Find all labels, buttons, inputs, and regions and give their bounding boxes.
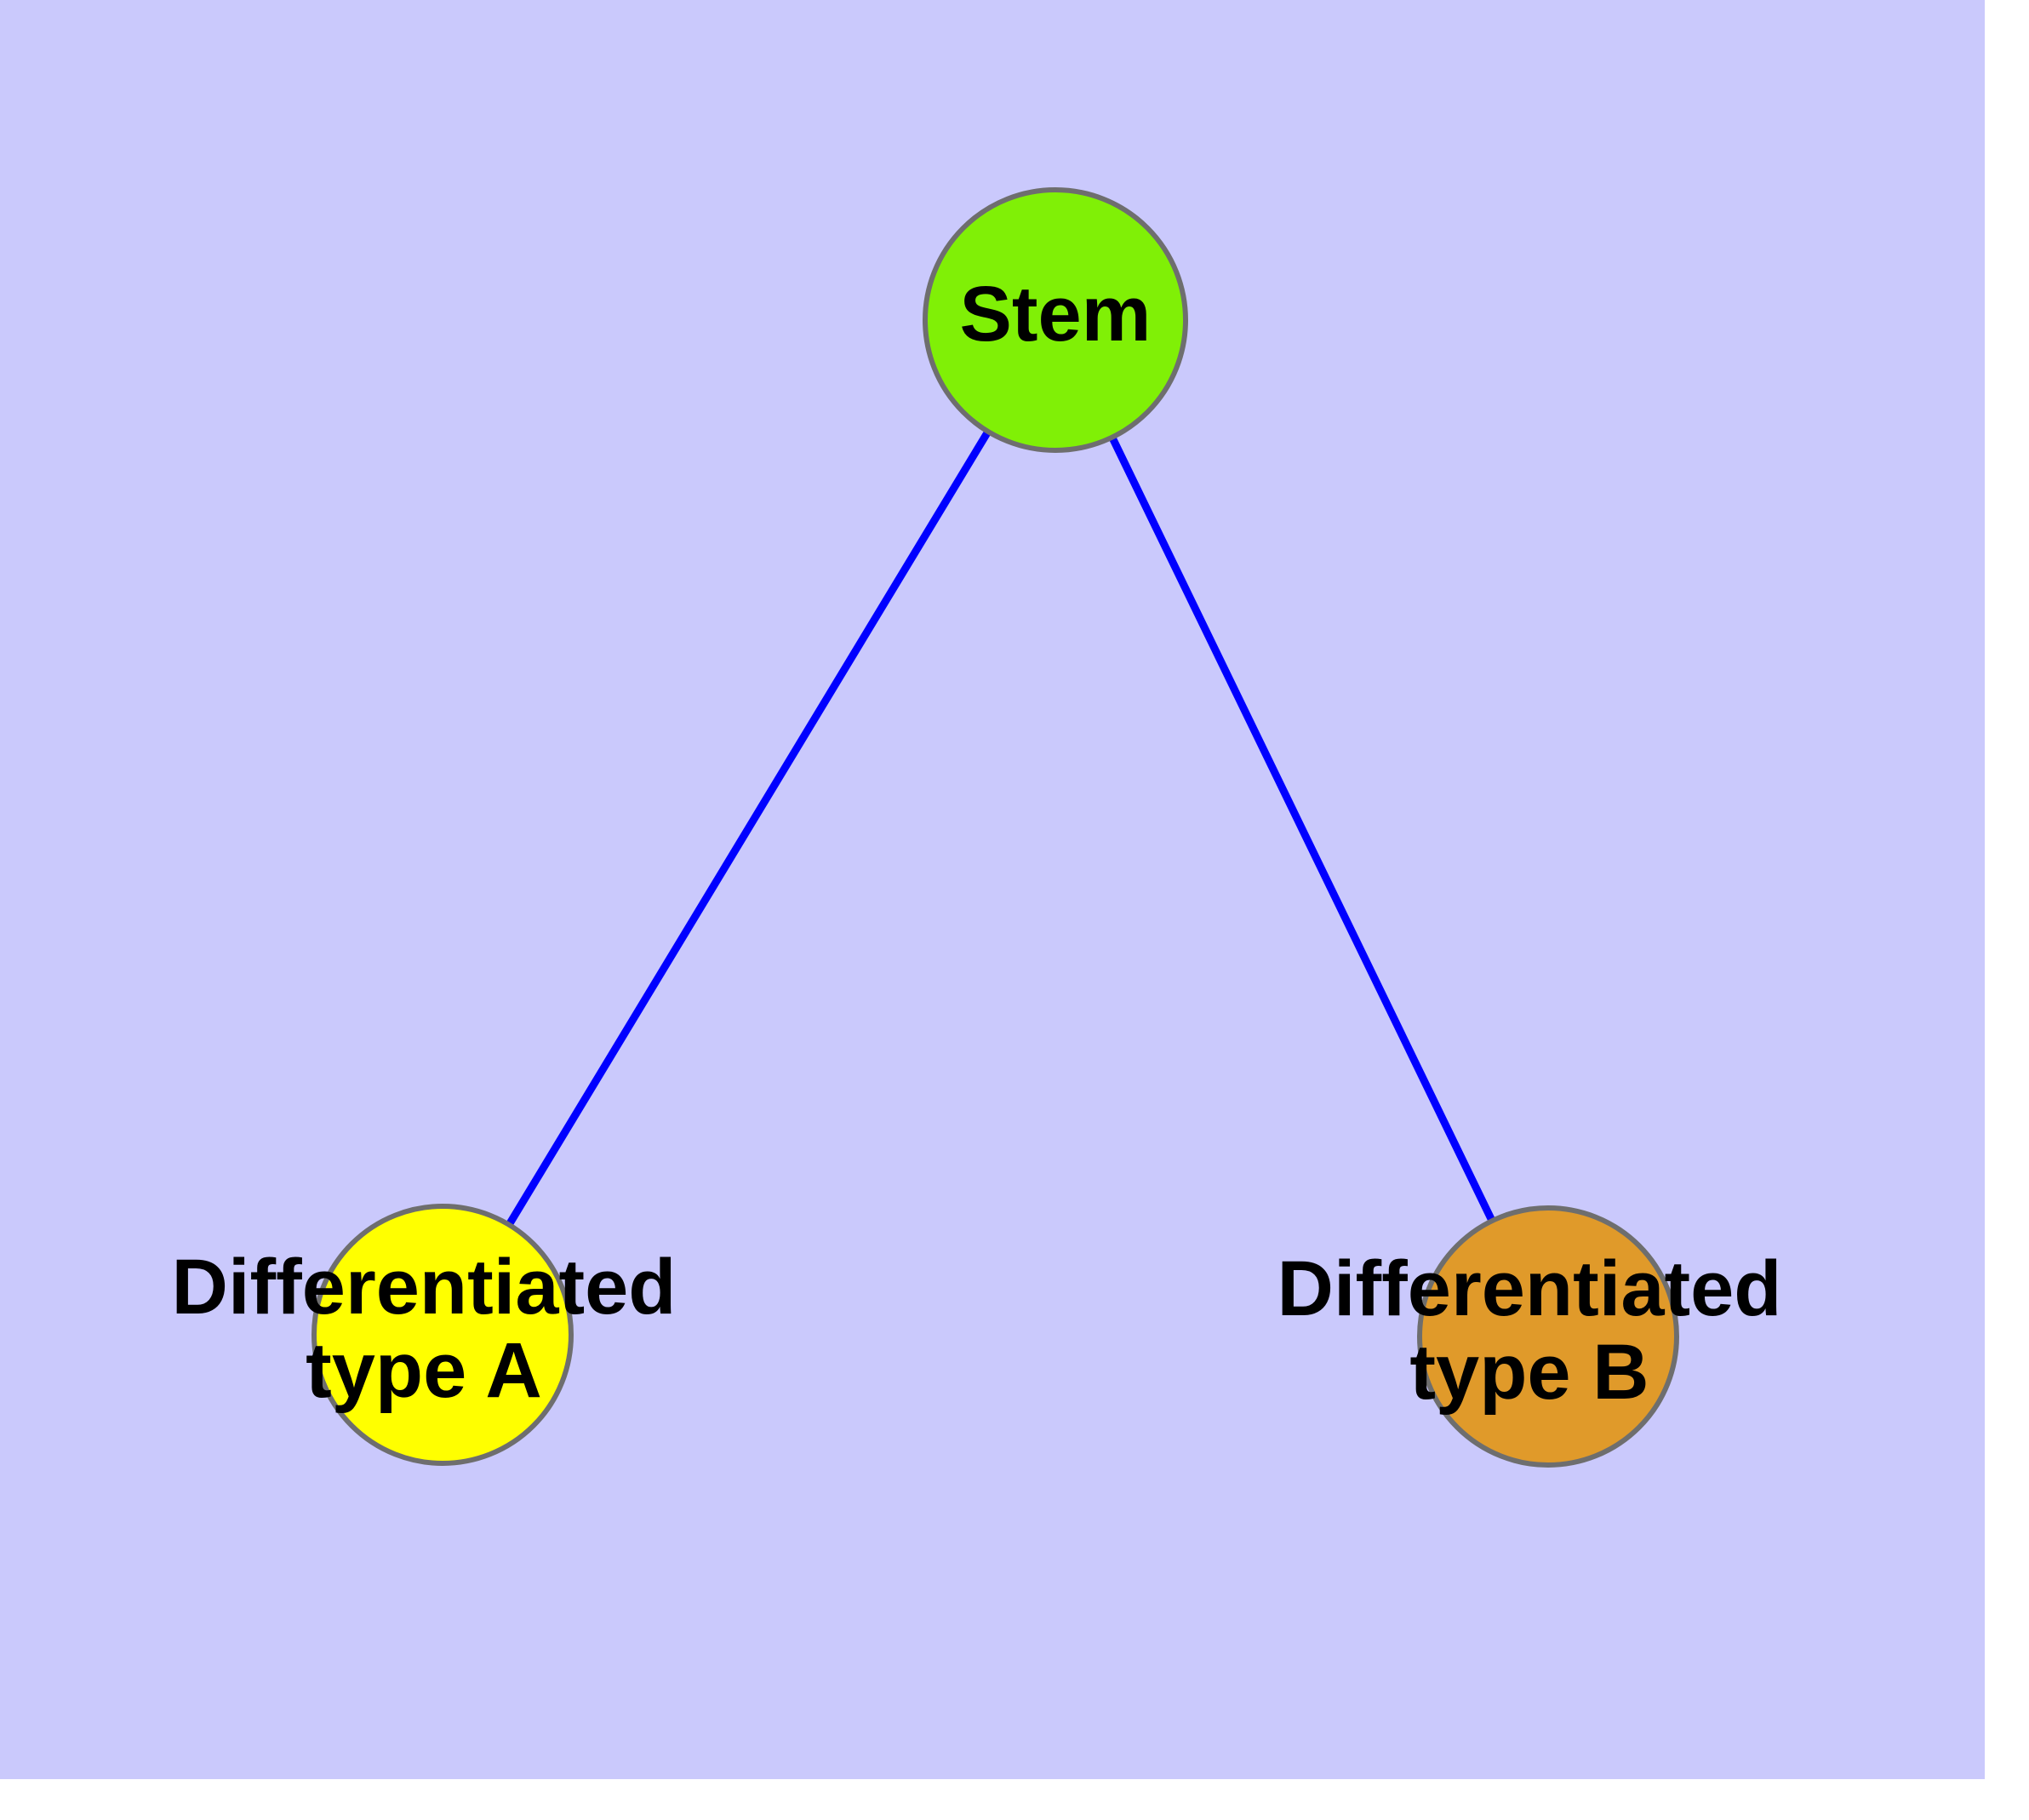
node-label-stem: Stem: [960, 271, 1152, 358]
node-stem[interactable]: Stem: [923, 187, 1188, 453]
node-label-line: Differentiated: [172, 1245, 677, 1331]
edges-layer: [439, 318, 1552, 1338]
node-circle-stem[interactable]: [923, 187, 1188, 453]
node-circle-diff_a[interactable]: [311, 1204, 574, 1466]
node-circle-diff_b[interactable]: [1417, 1205, 1679, 1468]
node-label-line: Stem: [960, 271, 1152, 358]
node-label-line: type B: [1409, 1329, 1649, 1416]
node-label-line: Differentiated: [1277, 1246, 1782, 1333]
edge-stem-diff-a[interactable]: [439, 318, 1059, 1337]
edge-stem-diff-b[interactable]: [1051, 318, 1552, 1338]
node-label-line: type A: [306, 1327, 542, 1414]
